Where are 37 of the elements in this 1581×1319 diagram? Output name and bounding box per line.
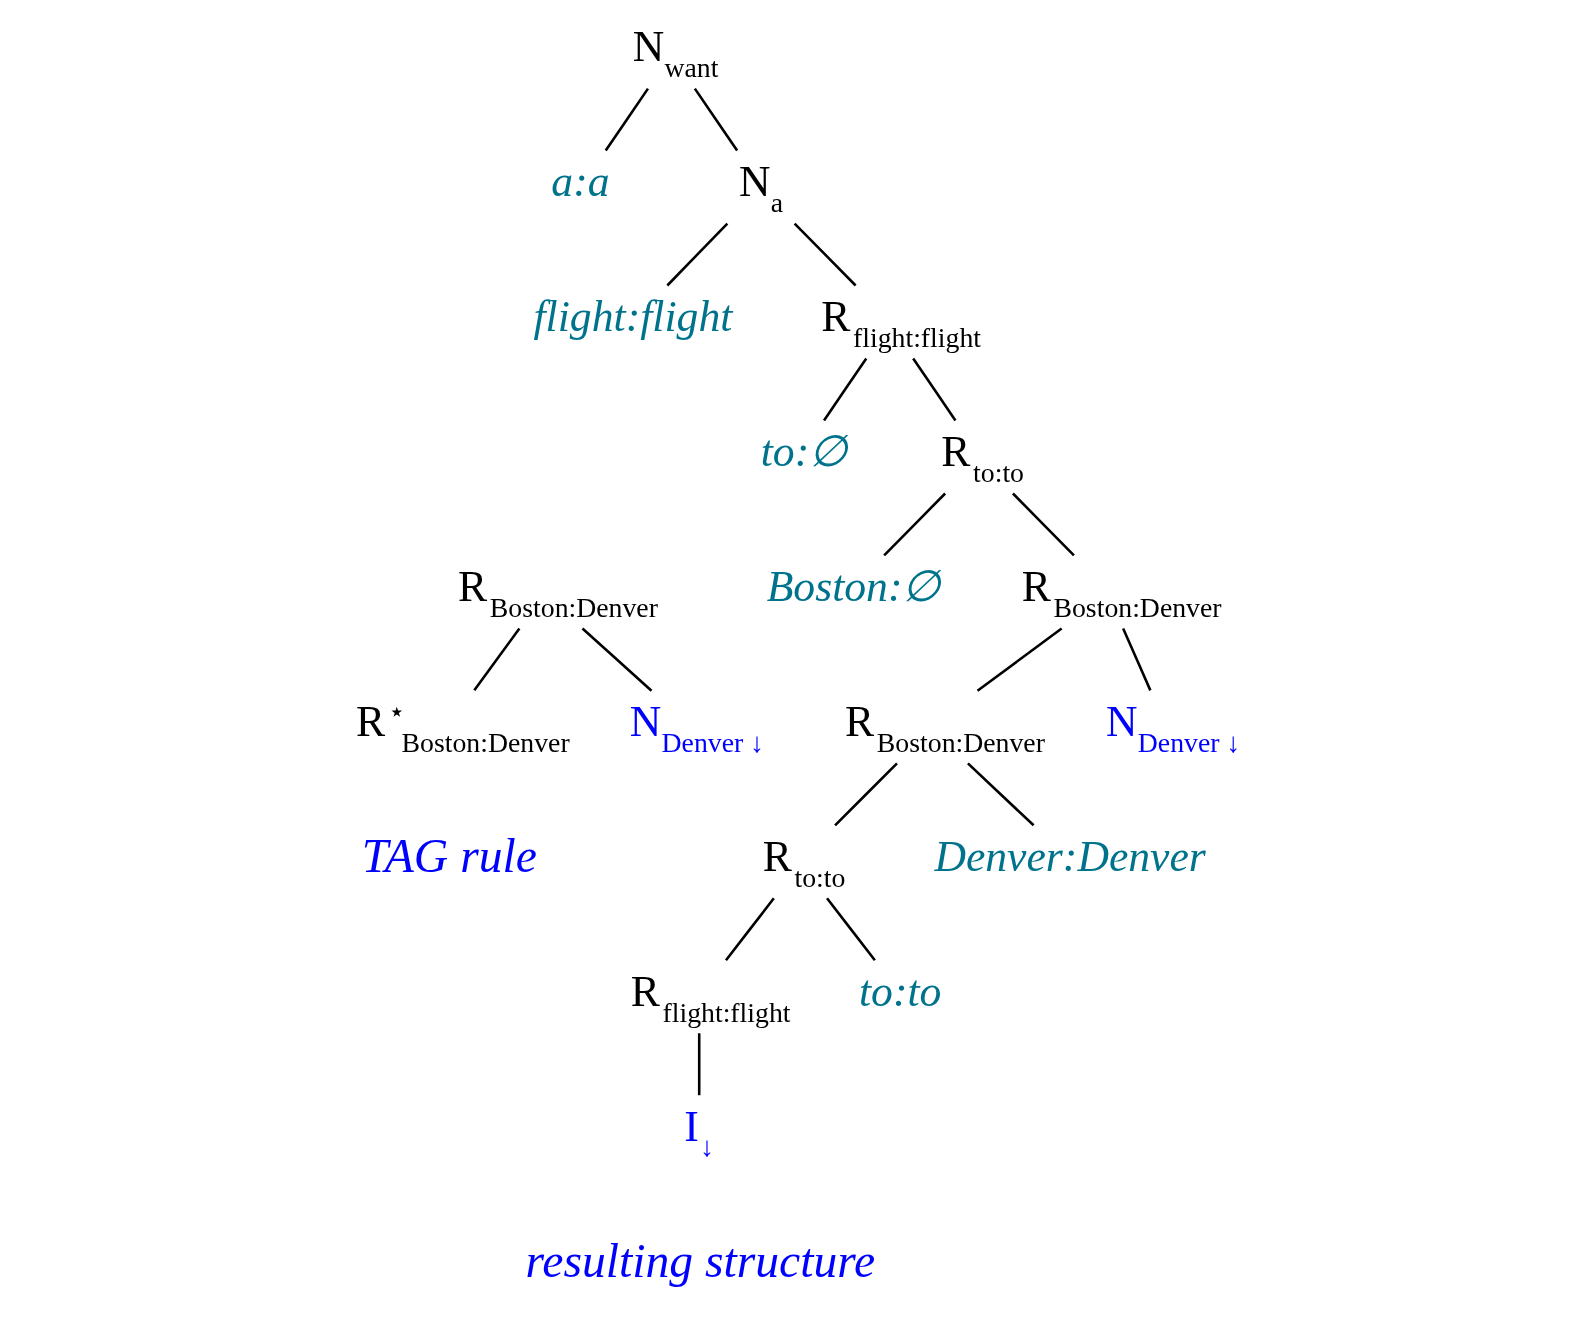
connector [834, 762, 898, 827]
node-text: to:∅ [760, 427, 848, 476]
node-text: R$_{to:to}$ [941, 427, 1024, 488]
node-text: R$_{Boston:Denver}$ [845, 697, 1045, 758]
node-text: flight:flight [533, 292, 733, 341]
connector [976, 627, 1063, 692]
connector [822, 357, 868, 422]
connector [693, 87, 739, 152]
node-text: N$_{want}$ [632, 22, 719, 83]
node-text: to:to [858, 967, 942, 1016]
node-text: R$_{Boston:Denver}$ [1021, 562, 1222, 623]
connector [1121, 627, 1152, 691]
node-text: R$_{flight:flight}$ [821, 292, 982, 353]
node-text: R$_{flight:flight}$ [630, 967, 791, 1028]
connector [793, 222, 857, 287]
node-text: a:a [551, 157, 610, 206]
connector [826, 897, 876, 962]
connector [724, 897, 775, 962]
label: TAG rule [361, 830, 537, 883]
connector [912, 357, 957, 422]
node-text: Denver:Denver [934, 832, 1206, 881]
connector [1012, 492, 1075, 557]
label: resulting structure [525, 1235, 876, 1288]
connector [666, 222, 729, 287]
connector [883, 492, 947, 557]
node-text: N$_{a}$ [738, 157, 783, 218]
node-text: I$_{↓}$ [684, 1101, 715, 1163]
node-text: Boston:∅ [766, 562, 941, 611]
connector [581, 627, 653, 692]
node-text: R$_{Boston:Denver}$ [458, 562, 658, 623]
connector [604, 87, 650, 152]
connector [473, 627, 521, 692]
node-text: N$_{Denver ↓}$ [1106, 697, 1241, 758]
node-text: N$_{Denver ↓}$ [629, 697, 765, 758]
connector [967, 762, 1035, 827]
connector [697, 1033, 701, 1096]
node-text: R$_{to:to}$ [762, 832, 846, 893]
